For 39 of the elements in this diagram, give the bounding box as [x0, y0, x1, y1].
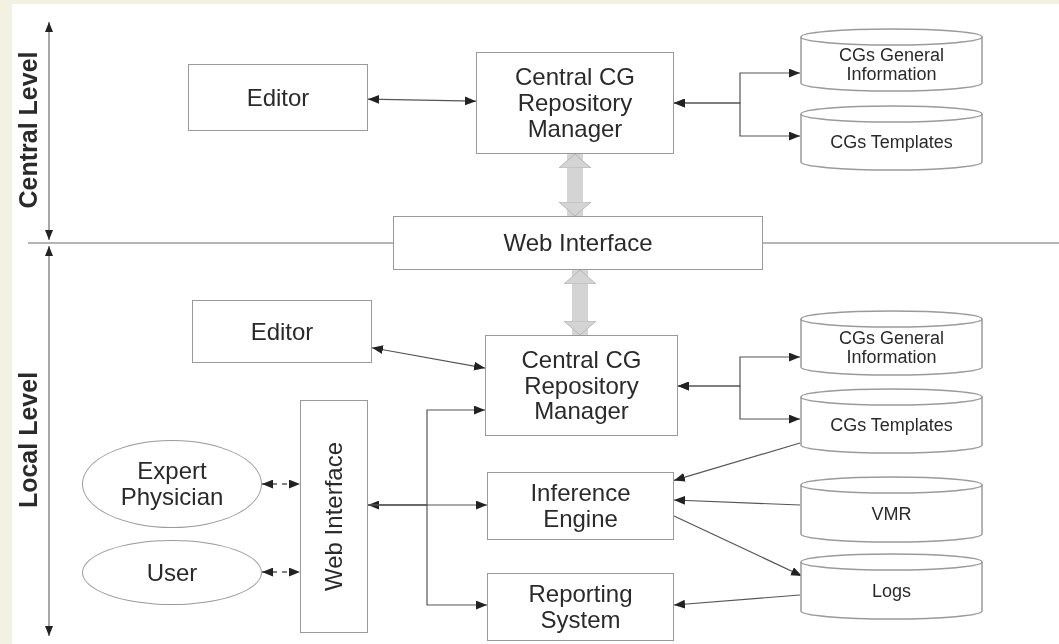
node-label: Editor: [250, 318, 314, 345]
node-label: Reporting System: [527, 581, 634, 633]
arrow: [677, 381, 801, 424]
block-arrow: [558, 153, 592, 217]
process-box: [485, 335, 678, 436]
level-label: Central Level: [13, 51, 43, 209]
node-label: Logs: [871, 581, 911, 602]
arrow: [673, 515, 803, 577]
arrow: [673, 442, 801, 482]
process-box: [476, 52, 674, 154]
node-label: Central CG Repository Manager: [513, 64, 636, 142]
process-box: [487, 472, 674, 540]
node-label: Web Interface: [503, 230, 653, 256]
node-label: Expert Physician: [119, 458, 225, 510]
arrow: [371, 345, 486, 371]
arrow: [261, 479, 301, 489]
arrow: [367, 94, 477, 106]
node-label: CGs Templates: [830, 133, 953, 153]
arrow: [261, 567, 301, 577]
node-label: CGs Templates: [830, 416, 953, 436]
node-label: Inference Engine: [529, 480, 632, 532]
node-label: CGs General Information: [837, 45, 945, 85]
block-arrow: [563, 269, 597, 336]
level-label: Local Level: [13, 371, 43, 509]
node-label: VMR: [871, 504, 912, 525]
node-label: Editor: [246, 84, 310, 111]
arrow: [673, 496, 801, 506]
process-box: [300, 400, 368, 633]
arrow: [367, 504, 488, 610]
process-box: [188, 64, 368, 131]
node-label: Web Interface: [321, 442, 347, 591]
process-box: [487, 573, 674, 641]
node-label: User: [146, 559, 198, 586]
process-box: [192, 300, 372, 363]
arrow: [673, 594, 801, 609]
node-label: CGs General Information: [837, 328, 945, 368]
arrow: [673, 98, 801, 141]
process-box: [393, 216, 763, 270]
node-label: Central CG Repository Manager: [520, 346, 643, 425]
